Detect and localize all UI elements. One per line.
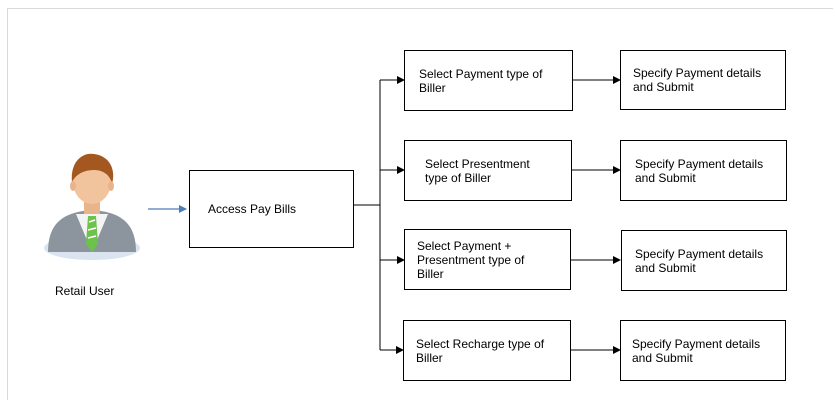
specify-payment-box-3: Specify Payment details and Submit xyxy=(621,230,787,291)
specify-payment-box-2: Specify Payment details and Submit xyxy=(620,140,787,201)
specify-payment-box-1: Specify Payment details and Submit xyxy=(620,50,786,110)
specify-payment-box-4: Specify Payment details and Submit xyxy=(620,320,786,381)
select-payment-presentment-type-label: Select Payment + Presentment type of Bil… xyxy=(417,238,525,281)
user-avatar-icon xyxy=(44,153,140,260)
select-payment-type-box: Select Payment type of Biller xyxy=(404,50,573,111)
specify-payment-label-2: Specify Payment details and Submit xyxy=(635,156,764,185)
select-recharge-type-box: Select Recharge type of Biller xyxy=(403,320,571,381)
select-payment-type-label: Select Payment type of Biller xyxy=(419,66,543,95)
specify-payment-label-4: Specify Payment details and Submit xyxy=(632,336,761,365)
retail-user-label: Retail User xyxy=(55,284,115,298)
select-presentment-type-box: Select Presentment type of Biller xyxy=(404,140,572,201)
diagram-frame xyxy=(7,8,833,400)
access-pay-bills-box: Access Pay Bills xyxy=(189,170,354,248)
select-recharge-type-label: Select Recharge type of Biller xyxy=(416,336,545,365)
access-pay-bills-label: Access Pay Bills xyxy=(208,202,297,216)
specify-payment-label-1: Specify Payment details and Submit xyxy=(633,66,762,94)
select-payment-presentment-type-box: Select Payment + Presentment type of Bil… xyxy=(404,229,571,290)
specify-payment-label-3: Specify Payment details and Submit xyxy=(635,246,764,275)
select-presentment-type-label: Select Presentment type of Biller xyxy=(425,156,530,185)
